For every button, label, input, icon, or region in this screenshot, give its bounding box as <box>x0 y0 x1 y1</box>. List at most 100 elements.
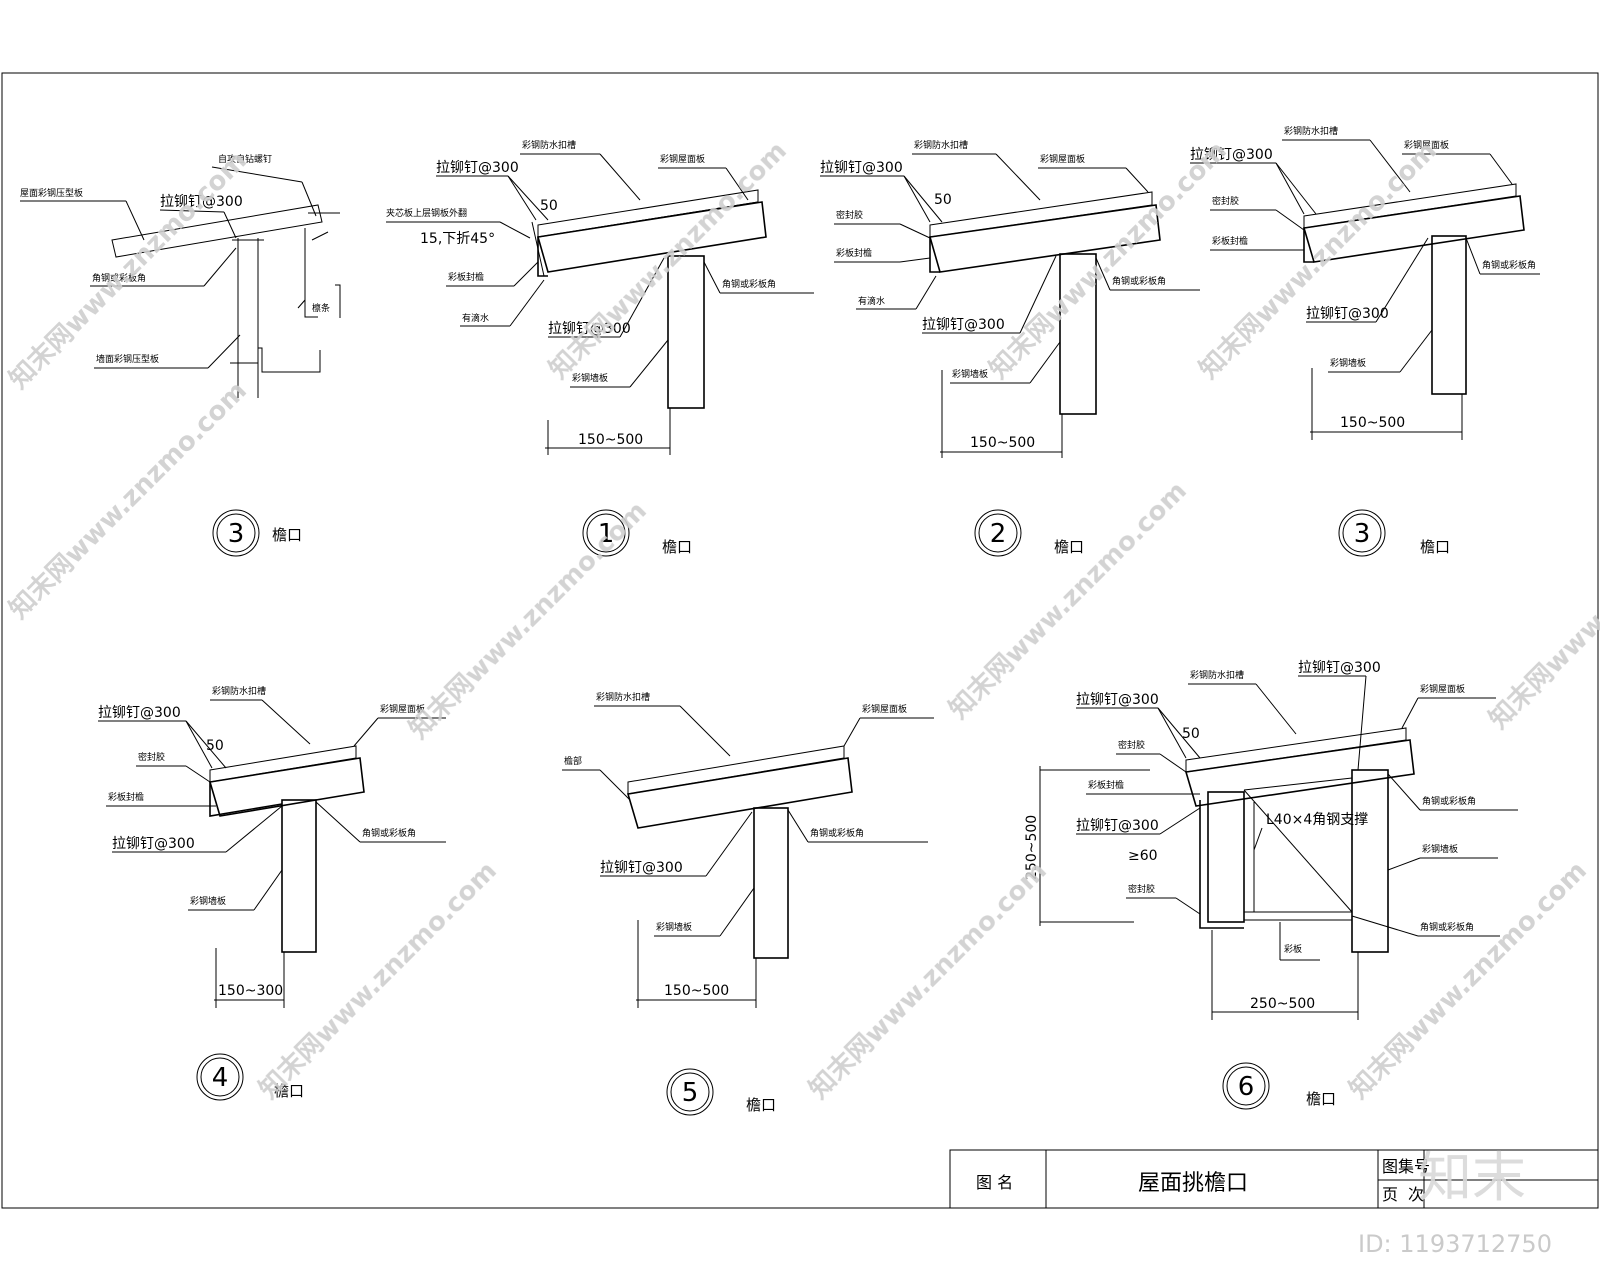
label: 彩钢墙板 <box>190 895 226 907</box>
label: 角钢或彩板角 <box>1422 795 1476 807</box>
dimension: 150~500 <box>664 983 729 999</box>
label: 角钢或彩板角 <box>810 827 864 839</box>
label: 密封胶 <box>836 209 863 221</box>
title-block: 图 名 屋面挑檐口 图集号 页 次 <box>949 1149 1599 1209</box>
label: 拉铆钉@300 <box>1076 818 1159 834</box>
label: 拉铆钉@300 <box>112 836 195 852</box>
label: 角钢或彩板角 <box>1482 259 1536 271</box>
dimension: 150~500 <box>970 435 1035 451</box>
label: 檐部 <box>564 755 582 767</box>
label: 墙面彩钢压型板 <box>96 353 159 365</box>
label: 彩钢防水扣槽 <box>914 139 968 151</box>
label: 屋面彩钢压型板 <box>20 187 83 199</box>
page-value: 次 <box>1408 1185 1424 1204</box>
label: 自攻自钻螺钉 <box>218 153 272 165</box>
label: 彩钢屋面板 <box>660 153 705 165</box>
label: 夹芯板上层钢板外翻 <box>386 207 467 219</box>
label: 50 <box>540 198 558 214</box>
label: 拉铆钉@300 <box>548 321 631 337</box>
label: 彩钢屋面板 <box>1420 683 1465 695</box>
label: 彩钢屋面板 <box>862 703 907 715</box>
label: L40×4角钢支撑 <box>1266 812 1368 828</box>
label: 密封胶 <box>138 751 165 763</box>
detail-number: 3 <box>228 519 245 549</box>
label: 彩钢防水扣槽 <box>1284 125 1338 137</box>
watermark-text: 知末网www.znzmo.com <box>804 856 1053 1105</box>
label: 角钢或彩板角 <box>1420 921 1474 933</box>
label: ≥60 <box>1128 848 1158 864</box>
label: 彩钢屋面板 <box>1404 139 1449 151</box>
label: 彩钢屋面板 <box>380 703 425 715</box>
detail-1: 150~500 彩钢防水扣槽 彩钢屋面板 拉铆钉@300 50 夹芯板上层钢板外… <box>386 139 814 557</box>
detail-caption: 檐口 <box>1420 538 1450 556</box>
label: 有滴水 <box>462 312 489 324</box>
detail-caption: 檐口 <box>274 1082 304 1100</box>
label: 彩钢墙板 <box>952 368 988 380</box>
label: 彩钢防水扣槽 <box>1190 669 1244 681</box>
sheet-frame <box>1 72 1599 1209</box>
detail-caption: 檐口 <box>662 538 692 556</box>
label: 拉铆钉@300 <box>436 160 519 176</box>
title-name-value: 屋面挑檐口 <box>1138 1171 1248 1196</box>
detail-caption: 檐口 <box>1054 538 1084 556</box>
dimension: 150~500 <box>1340 415 1405 431</box>
label: 角钢或彩板角 <box>362 827 416 839</box>
label: 檩条 <box>312 302 330 314</box>
label: 拉铆钉@300 <box>1076 692 1159 708</box>
page-label: 页 <box>1382 1185 1398 1204</box>
detail-2: 150~500 彩钢防水扣槽 彩钢屋面板 拉铆钉@300 50 密封胶 彩板封檐… <box>820 139 1200 557</box>
dimension: 150~300 <box>218 983 283 999</box>
label: 彩板封檐 <box>836 247 872 259</box>
label: 拉铆钉@300 <box>1306 306 1389 322</box>
label: 彩钢墙板 <box>1422 843 1458 855</box>
label: 50 <box>206 738 224 754</box>
label: 拉铆钉@300 <box>1298 660 1381 676</box>
watermark-id: ID: 1193712750 <box>1358 1230 1552 1258</box>
dimension: 250~500 <box>1250 996 1315 1012</box>
detail-6: 250~500 250~500 彩钢防水扣槽 拉铆钉@300 拉铆钉@300 彩… <box>1024 660 1518 1110</box>
label: 彩板封檐 <box>1088 779 1124 791</box>
detail-caption: 檐口 <box>1306 1090 1336 1108</box>
watermark-text: 知末网www.znzmo.com <box>4 376 253 625</box>
label: 彩钢墙板 <box>572 372 608 384</box>
label: 彩板封檐 <box>448 271 484 283</box>
dimension: 150~500 <box>578 432 643 448</box>
detail-5: 150~500 彩钢防水扣槽 彩钢屋面板 檐部 拉铆钉@300 角钢或彩板角 彩… <box>562 691 934 1116</box>
detail-number: 2 <box>990 519 1007 549</box>
atlas-label: 图集号 <box>1382 1157 1430 1176</box>
watermark-text: 知末网www.znzmo.com <box>254 856 503 1105</box>
label: 彩钢墙板 <box>656 921 692 933</box>
label: 有滴水 <box>858 295 885 307</box>
detail-number-circle <box>212 509 260 557</box>
label: 彩板封檐 <box>108 791 144 803</box>
label: 角钢或彩板角 <box>722 278 776 290</box>
label: 彩钢防水扣槽 <box>596 691 650 703</box>
label: 拉铆钉@300 <box>820 160 903 176</box>
detail-number: 6 <box>1238 1072 1255 1102</box>
detail-number: 4 <box>212 1063 229 1093</box>
label: 角钢或彩板角 <box>1112 275 1166 287</box>
label: 彩钢防水扣槽 <box>522 139 576 151</box>
detail-number: 3 <box>1354 519 1371 549</box>
label: 50 <box>1182 726 1200 742</box>
label: 角钢或彩板角 <box>92 272 146 284</box>
watermark-logo: 知末 <box>1418 1146 1526 1209</box>
watermark-text: 知末网www.znzmo.com <box>1344 856 1593 1105</box>
label: 密封胶 <box>1128 883 1155 895</box>
detail-3: 150~500 彩钢防水扣槽 彩钢屋面板 拉铆钉@300 密封胶 彩板封檐 角钢… <box>1190 125 1540 557</box>
detail-number: 1 <box>598 519 615 549</box>
label: 拉铆钉@300 <box>1190 147 1273 163</box>
watermark-text: 知末网www.znzmo.com <box>944 476 1193 725</box>
label: 彩钢墙板 <box>1330 357 1366 369</box>
label: 拉铆钉@300 <box>922 317 1005 333</box>
watermark-text: 知末网www.znzmo.com <box>1194 136 1443 385</box>
detail-caption: 檐口 <box>746 1096 776 1114</box>
label: 彩钢屋面板 <box>1040 153 1085 165</box>
dimension: 250~500 <box>1024 815 1040 880</box>
label: 彩板封檐 <box>1212 235 1248 247</box>
label: 彩钢防水扣槽 <box>212 685 266 697</box>
label: 50 <box>934 192 952 208</box>
label: 拉铆钉@300 <box>98 705 181 721</box>
label: 拉铆钉@300 <box>600 860 683 876</box>
